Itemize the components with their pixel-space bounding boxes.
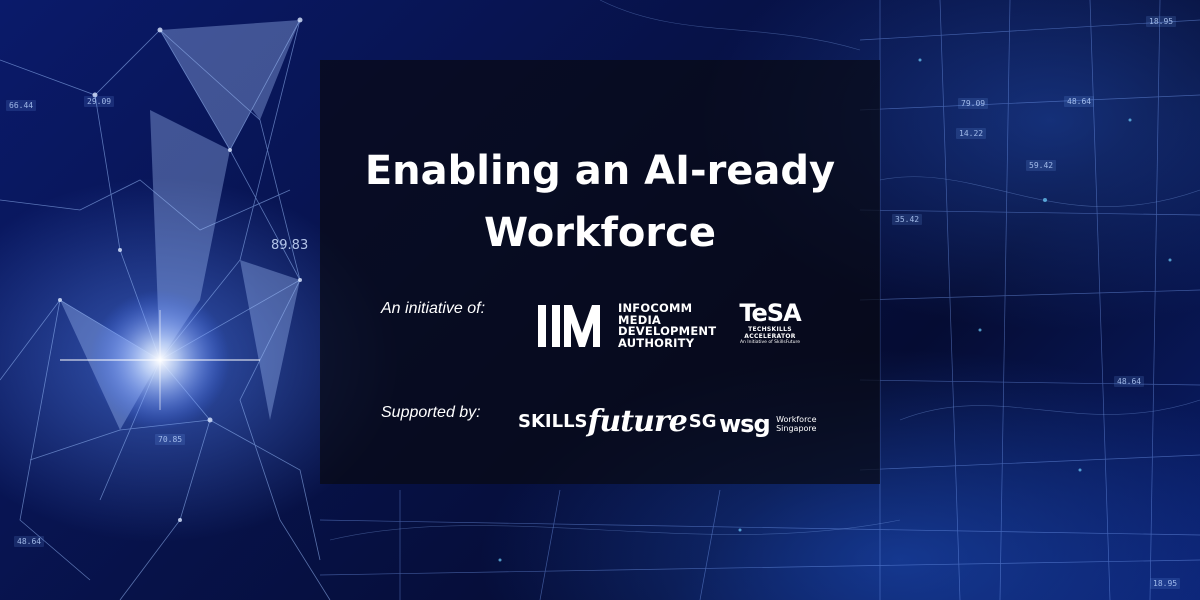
imda-wordmark: INFOCOMM MEDIA DEVELOPMENT AUTHORITY bbox=[618, 301, 717, 350]
bg-number: 89.83 bbox=[271, 238, 309, 253]
tesa-tagline: An Initiative of SkillsFuture bbox=[739, 340, 801, 345]
content-panel: Enabling an AI-ready Workforce bbox=[320, 60, 880, 484]
imda-line: MEDIA bbox=[618, 312, 662, 327]
bg-number: 59.42 bbox=[1026, 160, 1057, 171]
bg-number: 79.09 bbox=[958, 98, 989, 109]
wsg-subtitle: Workforce Singapore bbox=[776, 415, 816, 433]
imda-line: INFOCOMM bbox=[618, 301, 693, 315]
tesa-line: TECHSKILLS bbox=[748, 326, 792, 333]
tesa-subtitle: TECHSKILLS ACCELERATOR bbox=[730, 326, 810, 340]
title-line-1: Enabling an AI-ready bbox=[364, 148, 836, 194]
bg-number: 18.95 bbox=[1150, 578, 1181, 589]
page-title: Enabling an AI-ready Workforce bbox=[150, 140, 1050, 264]
bg-number: 48.64 bbox=[1064, 96, 1095, 107]
wsg-logo: wsg Workforce Singapore bbox=[719, 410, 817, 440]
bg-number: 70.85 bbox=[155, 434, 186, 445]
tesa-line: ACCELERATOR bbox=[744, 333, 796, 340]
skillsfuture-part: future bbox=[587, 404, 688, 439]
imda-line: AUTHORITY bbox=[618, 335, 695, 350]
initiative-label: An initiative of: bbox=[381, 300, 486, 317]
skillsfuture-part: SKILLS bbox=[518, 411, 588, 432]
wsg-wordmark: wsg bbox=[719, 410, 771, 438]
imda-mark-icon bbox=[538, 305, 600, 347]
tesa-logo: TeSA TECHSKILLS ACCELERATOR An Initiativ… bbox=[730, 300, 810, 350]
imda-line: DEVELOPMENT bbox=[618, 324, 717, 338]
skillsfuture-part: SG bbox=[688, 411, 717, 432]
bg-number: 14.22 bbox=[956, 128, 987, 139]
bg-number: 35.42 bbox=[892, 214, 923, 225]
wsg-line: Workforce bbox=[776, 415, 817, 424]
bg-number: 18.95 bbox=[1146, 16, 1177, 27]
bg-number: 29.09 bbox=[84, 96, 115, 107]
bg-number: 66.44 bbox=[6, 100, 37, 111]
bg-number: 48.64 bbox=[1114, 376, 1145, 387]
supported-label: Supported by: bbox=[381, 404, 481, 421]
imda-logo: INFOCOMM MEDIA DEVELOPMENT AUTHORITY bbox=[538, 301, 718, 350]
wsg-line: Singapore bbox=[776, 424, 817, 433]
bg-number: 48.64 bbox=[14, 536, 45, 547]
title-line-2: Workforce bbox=[484, 210, 716, 256]
tesa-wordmark: TeSA bbox=[739, 299, 801, 327]
